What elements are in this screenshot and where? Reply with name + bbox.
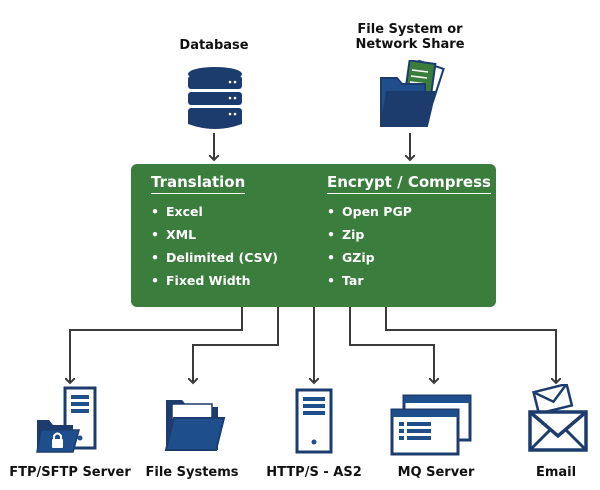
list-item: Open PGP: [327, 200, 491, 223]
list-item: XML: [151, 223, 278, 246]
encrypt-compress-list: Open PGP Zip GZip Tar: [327, 200, 491, 292]
process-box: Translation Excel XML Delimited (CSV) Fi…: [131, 164, 496, 307]
destination-label-mq: MQ Server: [397, 465, 475, 480]
arrow-box-to-mq: [349, 307, 434, 383]
list-item: Tar: [327, 269, 491, 292]
translation-title: Translation: [151, 173, 246, 194]
list-item: GZip: [327, 246, 491, 269]
destination-label-email: Email: [535, 465, 577, 480]
source-label-database: Database: [179, 38, 249, 53]
application-windows-icon: [390, 394, 472, 456]
list-item: Excel: [151, 200, 278, 223]
encrypt-compress-title: Encrypt / Compress: [327, 173, 491, 194]
translation-column: Translation Excel XML Delimited (CSV) Fi…: [151, 172, 278, 292]
destination-label-ftp: FTP/SFTP Server: [9, 465, 131, 480]
database-icon: [188, 67, 242, 129]
folder-with-documents-icon: [379, 60, 445, 127]
translation-list: Excel XML Delimited (CSV) Fixed Width: [151, 200, 278, 292]
locked-folder-server-icon: [36, 386, 97, 453]
list-item: Delimited (CSV): [151, 246, 278, 269]
source-label-file-system: File System or Network Share: [355, 22, 465, 52]
folder-icon: [164, 400, 226, 451]
list-item: Fixed Width: [151, 269, 278, 292]
envelopes-icon: [528, 384, 588, 452]
destination-label-file-systems: File Systems: [145, 465, 239, 480]
arrow-box-to-ftp: [70, 307, 243, 383]
arrow-box-to-email: [385, 307, 556, 383]
server-tower-icon: [295, 388, 333, 454]
destination-label-http: HTTP/S - AS2: [266, 465, 362, 480]
arrow-box-to-filesystems: [193, 307, 279, 383]
encrypt-compress-column: Encrypt / Compress Open PGP Zip GZip Tar: [327, 172, 491, 292]
list-item: Zip: [327, 223, 491, 246]
